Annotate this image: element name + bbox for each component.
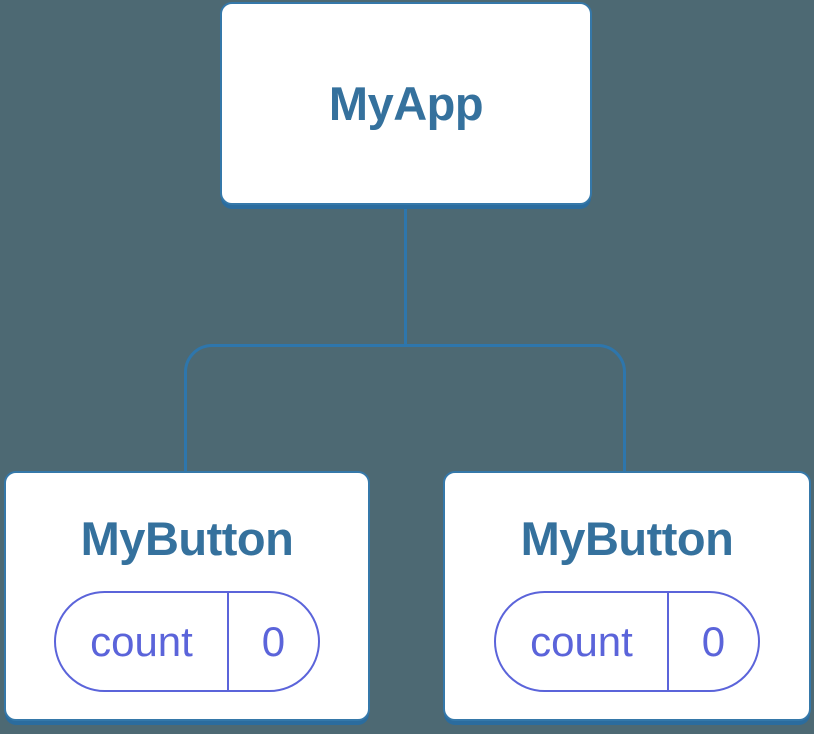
connector-branch-bracket [184, 344, 626, 471]
state-key-label: count [496, 593, 669, 690]
node-title: MyApp [328, 76, 484, 130]
node-myapp: MyApp [220, 2, 592, 205]
state-value: 0 [261, 617, 286, 665]
connector-root-stem [404, 209, 407, 345]
node-title: MyButton [80, 512, 294, 565]
node-mybutton-2: MyButton count 0 [443, 471, 811, 721]
node-title: MyButton [520, 512, 734, 565]
state-key-label: count [56, 593, 229, 690]
state-pill: count 0 [494, 591, 760, 692]
state-value: 0 [701, 617, 726, 665]
node-mybutton-1: MyButton count 0 [4, 471, 370, 721]
state-pill: count 0 [54, 591, 320, 692]
